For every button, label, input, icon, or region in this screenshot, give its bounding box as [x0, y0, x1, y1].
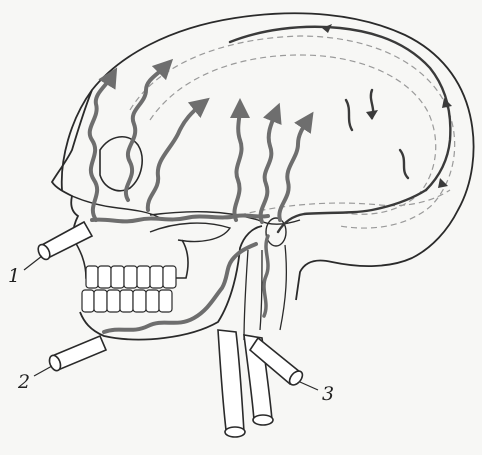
flow-arrow-parietal-2: [261, 112, 276, 222]
orbit: [100, 137, 142, 191]
cervical-line-a: [244, 250, 248, 340]
zygomatic-arch: [150, 223, 230, 241]
sinus-branch-2: [346, 100, 352, 130]
leader-line-3: [300, 382, 318, 390]
tube-1: [36, 222, 92, 261]
mastoid: [266, 218, 286, 246]
callout-1: 1: [8, 265, 20, 287]
callout-3: 3: [322, 383, 334, 405]
sinus-branch-3: [400, 150, 408, 178]
upper-teeth: [86, 266, 176, 288]
flow-path-face: [92, 215, 268, 221]
flow-arrow-frontal: [148, 104, 202, 210]
sinus-path-top: [230, 27, 450, 190]
cervical-line-c: [280, 245, 286, 330]
jugular-flow: [264, 236, 268, 316]
callout-2: 2: [17, 371, 30, 393]
sinus-path-transverse: [278, 190, 426, 232]
cervical-line-b: [260, 250, 262, 330]
face-outline: [52, 90, 92, 240]
lower-teeth: [82, 290, 172, 312]
flow-arrow-parietal-1: [234, 108, 241, 220]
tube-2: [47, 336, 106, 372]
sinus-arrowheads: [322, 24, 452, 188]
leader-line-2: [34, 366, 52, 376]
cranial-dashed-inner: [150, 55, 436, 214]
leader-line-1: [24, 256, 42, 270]
